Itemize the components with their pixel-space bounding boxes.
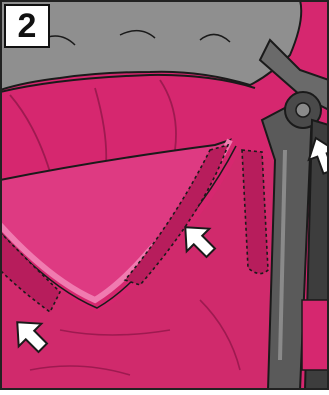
hinge-knob-center: [296, 103, 310, 117]
frame-bumper: [302, 300, 329, 370]
step-number: 2: [18, 7, 37, 46]
step-number-badge: 2: [4, 4, 50, 48]
